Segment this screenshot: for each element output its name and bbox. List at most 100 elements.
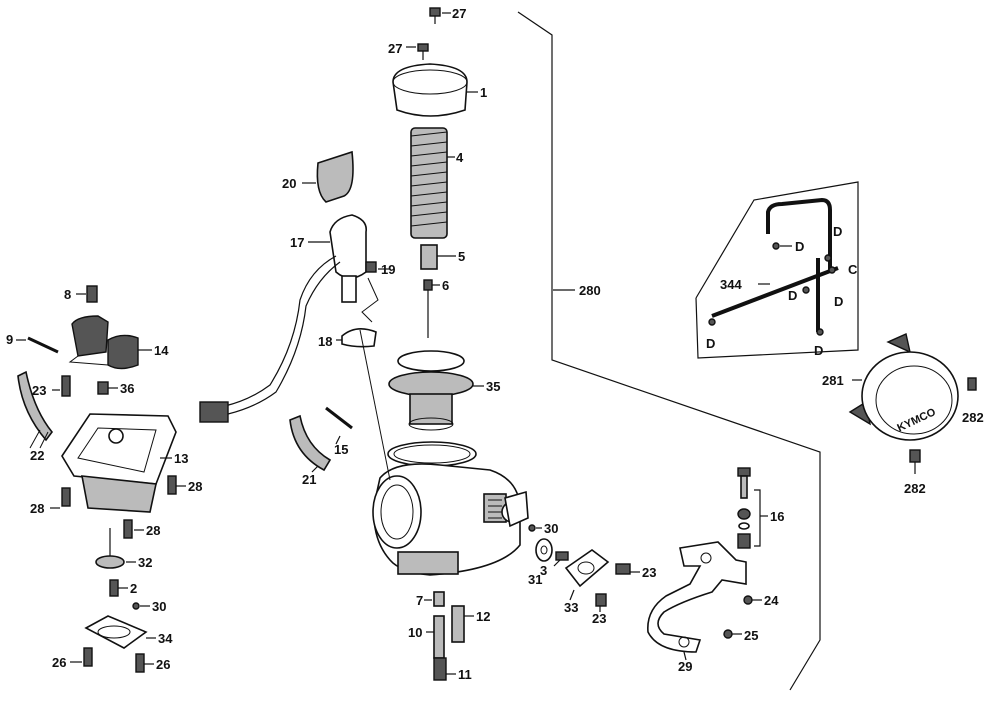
callout-31: 31 xyxy=(528,572,542,587)
callout-23-right-b: 23 xyxy=(592,611,606,626)
callout-D-2: D xyxy=(833,224,842,239)
callout-28-mid: 28 xyxy=(146,523,160,538)
callout-32: 32 xyxy=(138,555,152,570)
callout-23-right-a: 23 xyxy=(642,565,656,580)
callout-D-3: D xyxy=(788,288,797,303)
callout-12: 12 xyxy=(476,609,490,624)
callout-24: 24 xyxy=(764,593,779,608)
part-36-plug xyxy=(97,381,118,395)
part-26-screw-right xyxy=(135,653,154,673)
callout-17: 17 xyxy=(290,235,304,250)
part-28-screw-a xyxy=(50,487,71,509)
callout-7: 7 xyxy=(416,593,423,608)
carburetor-body xyxy=(359,329,529,576)
part-18-plate xyxy=(336,277,379,348)
part-23-screw-right-b xyxy=(595,593,607,612)
callout-D-4: D xyxy=(834,294,843,309)
part-23-screw-right-a xyxy=(615,563,640,575)
callout-9: 9 xyxy=(6,332,13,347)
callout-2: 2 xyxy=(130,581,137,596)
part-28-screw-c xyxy=(123,519,144,539)
callout-35: 35 xyxy=(486,379,500,394)
callout-labels: 27 27 1 4 20 17 5 19 6 280 344 D D C D D… xyxy=(6,6,984,682)
callout-15: 15 xyxy=(334,442,348,457)
callout-3: 3 xyxy=(540,563,547,578)
part-33-cover xyxy=(564,549,610,601)
callout-23-left: 23 xyxy=(32,383,46,398)
part-281-air-filter: KYMCO xyxy=(848,333,959,441)
part-8-needle-valve xyxy=(76,285,98,303)
part-344-pipe-inset xyxy=(695,181,859,359)
part-20-rubber-boot xyxy=(302,150,354,203)
part-30-oring-right xyxy=(528,524,542,532)
part-29-bracket xyxy=(647,541,747,661)
part-34-cover xyxy=(84,615,156,649)
part-1-chamber-cover xyxy=(392,63,478,117)
part-19-screw xyxy=(365,261,389,273)
callout-282-b: 282 xyxy=(904,481,926,496)
callout-8: 8 xyxy=(64,287,71,302)
part-2-spring xyxy=(109,579,128,597)
part-13-float-chamber xyxy=(61,413,177,513)
callout-282-a: 282 xyxy=(962,410,984,425)
part-282-screw-a xyxy=(967,377,977,391)
part-5-needle-retainer xyxy=(420,244,456,270)
callout-13: 13 xyxy=(174,451,188,466)
callout-11: 11 xyxy=(458,667,472,682)
part-15-pilot-screw xyxy=(325,406,353,445)
part-30-oring-left xyxy=(132,602,150,610)
callout-18: 18 xyxy=(318,334,332,349)
callout-D-1: D xyxy=(795,239,804,254)
callout-20: 20 xyxy=(282,176,296,191)
callout-4: 4 xyxy=(456,150,464,165)
part-32-diaphragm xyxy=(95,528,136,569)
part-26-screw-left xyxy=(70,647,93,667)
part-11-main-jet xyxy=(433,657,456,681)
callout-34: 34 xyxy=(158,631,173,646)
part-14-float xyxy=(68,315,152,370)
callout-344: 344 xyxy=(720,277,742,292)
part-25-clip xyxy=(723,629,742,639)
part-28-screw-b xyxy=(167,475,186,495)
part-10-needle-jet xyxy=(426,615,445,659)
part-9-pin xyxy=(16,336,59,354)
part-16-bolt-set xyxy=(737,467,768,549)
callout-280: 280 xyxy=(579,283,601,298)
callout-281: 281 xyxy=(822,373,844,388)
callout-21: 21 xyxy=(302,472,316,487)
callout-27-cover: 27 xyxy=(388,41,402,56)
part-17-auto-choke xyxy=(199,214,368,423)
part-23-screw-left xyxy=(52,375,71,397)
callout-14: 14 xyxy=(154,343,169,358)
callout-30-left: 30 xyxy=(152,599,166,614)
callout-28-left: 28 xyxy=(30,501,44,516)
part-31-washer xyxy=(535,538,553,562)
callout-25: 25 xyxy=(744,628,758,643)
assembly-boundary-lines xyxy=(517,11,821,691)
callout-C: C xyxy=(848,262,858,277)
part-21-hose xyxy=(289,414,332,473)
callout-10: 10 xyxy=(408,625,422,640)
callout-33: 33 xyxy=(564,600,578,615)
part-6-jet-needle xyxy=(423,279,440,338)
callout-D-5: D xyxy=(706,336,715,351)
callout-16: 16 xyxy=(770,509,784,524)
callout-19: 19 xyxy=(381,262,395,277)
part-3-spring xyxy=(553,551,569,567)
part-7-jet xyxy=(424,591,445,607)
callout-36: 36 xyxy=(120,381,134,396)
part-12-jet xyxy=(451,605,474,643)
part-35-diaphragm xyxy=(388,350,484,431)
callout-6: 6 xyxy=(442,278,449,293)
callout-26-left: 26 xyxy=(52,655,66,670)
callout-27-top: 27 xyxy=(452,6,466,21)
callout-28-right: 28 xyxy=(188,479,202,494)
part-282-screw-b xyxy=(909,449,921,474)
callout-22: 22 xyxy=(30,448,44,463)
callout-1: 1 xyxy=(480,85,487,100)
part-22-hose xyxy=(17,370,54,449)
callout-D-6: D xyxy=(814,343,823,358)
part-27-cover-screw xyxy=(406,43,429,60)
callout-29: 29 xyxy=(678,659,692,674)
callout-5: 5 xyxy=(458,249,465,264)
